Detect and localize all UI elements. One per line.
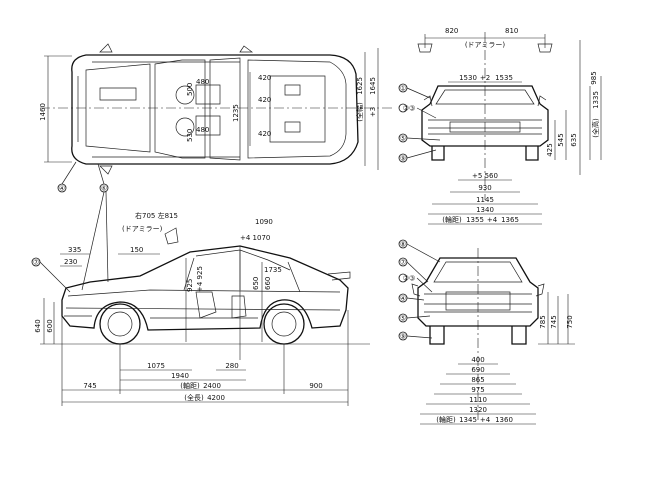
side-roof-dim-2: +4 1070 xyxy=(240,234,270,242)
top-total-width-label: (全幅) xyxy=(355,102,364,122)
side-inner-dim-1: 925 xyxy=(186,279,194,292)
top-width-c: 1645 xyxy=(369,77,377,95)
front-callout-2-3: ②③ xyxy=(403,105,416,113)
rear-callout-8: ⑧ xyxy=(400,241,406,249)
top-dim-3: 530 xyxy=(186,129,194,142)
front-tread-a: 1355 xyxy=(466,216,484,224)
rear-width-6: 1320 xyxy=(469,406,487,414)
top-dim-5: 420 xyxy=(258,74,271,82)
rear-tread-c: 1360 xyxy=(495,416,513,424)
side-roof-dim-3: 1735 xyxy=(264,266,282,274)
side-rear-overhang: 900 xyxy=(309,382,322,390)
rear-tread-a: 1345 xyxy=(459,416,477,424)
side-top-dim-3: 150 xyxy=(130,246,143,254)
rear-width-1: 400 xyxy=(471,356,484,364)
side-total-length: 4200 xyxy=(207,394,225,402)
top-callout-4: ④ xyxy=(59,185,65,193)
front-top-width-a: 1530 xyxy=(459,74,477,82)
rear-vdim-1: 785 xyxy=(539,315,547,328)
rear-width-5: 1110 xyxy=(469,396,487,404)
rear-callout-4: ④ xyxy=(400,295,406,303)
top-dim-8: 1235 xyxy=(232,104,240,122)
side-mirror-label-b: (ドアミラー) xyxy=(122,225,163,233)
front-mirror-height: 985 xyxy=(590,71,598,84)
side-bottom-dim-1: 1075 xyxy=(147,362,165,370)
side-inner-dim-4: 660 xyxy=(264,277,272,290)
side-bottom-dim-2: 1940 xyxy=(171,372,189,380)
front-callout-1: ① xyxy=(400,85,406,93)
side-wheelbase: 2400 xyxy=(203,382,221,390)
rear-width-3: 865 xyxy=(471,376,484,384)
top-width-a: 1625 xyxy=(356,77,364,95)
front-tread-c: 1365 xyxy=(501,216,519,224)
rear-vdim-2: 745 xyxy=(550,315,558,328)
side-front-overhang: 745 xyxy=(83,382,96,390)
rear-callout-2-3: ②③ xyxy=(403,275,416,283)
front-total-height-label: (全高) xyxy=(591,118,600,138)
rear-callout-5: ⑤ xyxy=(400,315,406,323)
rear-view: ⑧ ⑦ ②③ ④ ⑤ ⑨ 785 745 750 400 690 865 xyxy=(398,239,575,425)
front-total-height: 1335 xyxy=(592,91,600,109)
rear-callout-7: ⑦ xyxy=(400,259,406,267)
side-total-label: (全長) xyxy=(184,393,204,402)
front-width-1: +5 560 xyxy=(472,172,498,180)
rear-tread-b: +4 xyxy=(480,416,491,424)
front-tread-label: (輪距) xyxy=(442,215,462,224)
top-callout-6: ⑥ xyxy=(101,185,107,193)
side-left-height-2: 600 xyxy=(46,319,54,332)
top-dim-7: 420 xyxy=(258,130,271,138)
rear-callout-9: ⑨ xyxy=(400,333,406,341)
side-left-height-1: 640 xyxy=(34,319,42,332)
side-inner-dim-2: +4 925 xyxy=(196,266,204,292)
side-roof-dim-1: 1090 xyxy=(255,218,273,226)
front-vdim-3: 635 xyxy=(570,133,578,146)
side-top-dim-2: 230 xyxy=(64,258,77,266)
front-width-2: 930 xyxy=(478,184,491,192)
rear-width-4: 975 xyxy=(471,386,484,394)
rear-tread-label: (輪距) xyxy=(436,415,456,424)
front-top-width-b: +2 xyxy=(480,74,490,82)
side-mirror-label-a: 右705 左815 xyxy=(135,211,178,220)
side-view: 右705 左815 (ドアミラー) 1090 +4 1070 1735 335 … xyxy=(31,191,370,406)
top-width-b: +3 xyxy=(369,107,377,117)
front-callout-5: ⑤ xyxy=(400,135,406,143)
front-tread-b: +4 xyxy=(487,216,498,224)
front-mirror-left: 820 xyxy=(445,27,458,35)
top-dim-4: 480 xyxy=(196,126,209,134)
rear-vdim-3: 750 xyxy=(566,315,574,328)
side-top-dim-1: 335 xyxy=(68,246,81,254)
front-mirror-label: (ドアミラー) xyxy=(465,41,506,49)
top-dim-6: 420 xyxy=(258,96,271,104)
front-width-4: 1340 xyxy=(476,206,494,214)
side-inner-dim-3: 650 xyxy=(252,277,260,290)
front-view: 820 810 (ドアミラー) 985 1530 +2 1535 425 545… xyxy=(398,27,602,225)
front-vdim-2: 545 xyxy=(557,133,565,146)
side-callout-7: ⑦ xyxy=(33,259,39,267)
top-dim-1: 480 xyxy=(196,78,209,86)
rear-width-2: 690 xyxy=(471,366,484,374)
front-top-width-c: 1535 xyxy=(495,74,513,82)
side-bottom-dim-3: 280 xyxy=(225,362,238,370)
top-dim-2: 500 xyxy=(186,83,194,96)
front-callout-9: ⑨ xyxy=(400,155,406,163)
top-overall-length-dim: 1460 xyxy=(39,103,47,121)
side-wheelbase-label: (軸距) xyxy=(180,381,200,390)
front-vdim-1: 425 xyxy=(546,143,554,156)
front-mirror-right: 810 xyxy=(505,27,518,35)
top-view: 1460 (全幅) 1625 +3 1645 480 500 530 480 4… xyxy=(39,43,395,193)
front-width-3: 1145 xyxy=(476,196,494,204)
